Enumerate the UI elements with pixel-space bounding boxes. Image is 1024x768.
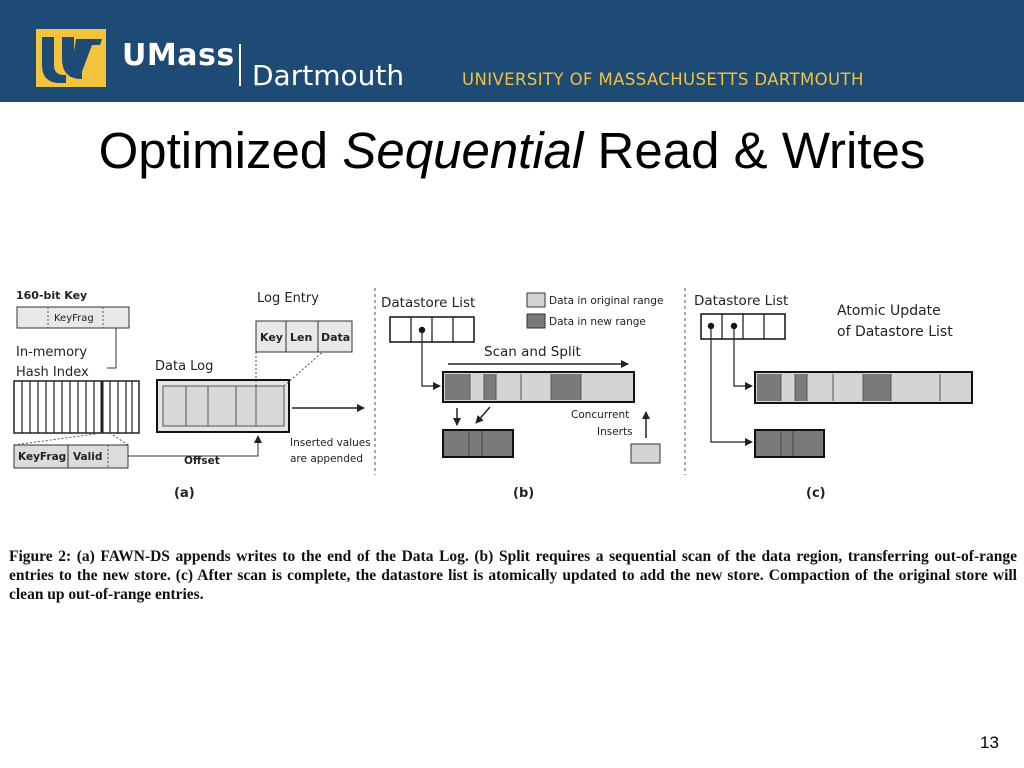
panel-a-label: (a)	[174, 486, 195, 501]
concurrent-insert-box	[630, 443, 661, 464]
title-part-2: Read & Writes	[597, 122, 926, 179]
legend-original-label: Data in original range	[549, 295, 663, 307]
atomic-line1: Atomic Update	[837, 303, 941, 319]
legend-original-swatch	[526, 292, 546, 308]
legend-new-swatch	[526, 313, 546, 329]
umass-dartmouth-logo-icon	[36, 29, 106, 87]
hash-index-buckets	[21, 381, 133, 433]
campus-name: Dartmouth	[252, 59, 405, 92]
figure-caption: Figure 2: (a) FAWN-DS appends writes to …	[9, 548, 1017, 603]
hash-index-line2: Hash Index	[16, 365, 89, 380]
log-key-field: Key	[260, 331, 283, 344]
brand-name: UMass	[122, 38, 235, 73]
log-entry-label: Log Entry	[257, 291, 319, 306]
hash-index-table	[13, 380, 140, 434]
atomic-line2: of Datastore List	[837, 324, 953, 340]
legend-new-label: Data in new range	[549, 316, 646, 328]
bucket-valid: Valid	[73, 451, 102, 463]
original-store-b	[442, 371, 635, 403]
data-log-label: Data Log	[155, 359, 213, 374]
keyfrag-label: KeyFrag	[54, 313, 94, 324]
panel-b-label: (b)	[513, 486, 534, 501]
header-banner: UMass Dartmouth UNIVERSITY OF MASSACHUSE…	[0, 0, 1024, 102]
concurrent-line1: Concurrent	[571, 409, 629, 421]
bucket-keyfrag: KeyFrag	[18, 451, 66, 463]
panel-c: Datastore List Atomic Update of Datastor…	[694, 293, 973, 501]
new-store-c	[754, 429, 825, 458]
log-len-field: Len	[290, 331, 312, 344]
key-box	[16, 306, 130, 329]
brand-divider	[239, 44, 241, 86]
panel-c-label: (c)	[806, 486, 826, 501]
page-number: 13	[980, 733, 999, 752]
key-label: 160-bit Key	[16, 289, 87, 302]
university-name: UNIVERSITY OF MASSACHUSETTS DARTMOUTH	[462, 70, 864, 89]
datastore-list-label-b: Datastore List	[381, 295, 475, 311]
panel-b: Datastore List Data in original range Da…	[381, 292, 663, 501]
scan-split-label: Scan and Split	[484, 344, 581, 360]
inserted-line1: Inserted values	[290, 437, 371, 449]
inserted-line2: are appended	[290, 453, 363, 465]
fawn-ds-figure: 160-bit Key KeyFrag In-memory Hash Index…	[13, 288, 973, 501]
hash-index-line1: In-memory	[16, 345, 87, 360]
log-data-field: Data	[321, 331, 350, 344]
panel-a: 160-bit Key KeyFrag In-memory Hash Index…	[13, 289, 371, 501]
log-entry-box	[255, 320, 353, 353]
title-part-1: Optimized	[98, 122, 329, 179]
datastore-list-label-c: Datastore List	[694, 293, 788, 309]
slide-title: Optimized Sequential Read & Writes	[0, 120, 1024, 182]
new-store-b	[442, 429, 514, 458]
title-italic: Sequential	[342, 122, 584, 179]
concurrent-line2: Inserts	[597, 426, 633, 438]
offset-label: Offset	[184, 455, 220, 467]
